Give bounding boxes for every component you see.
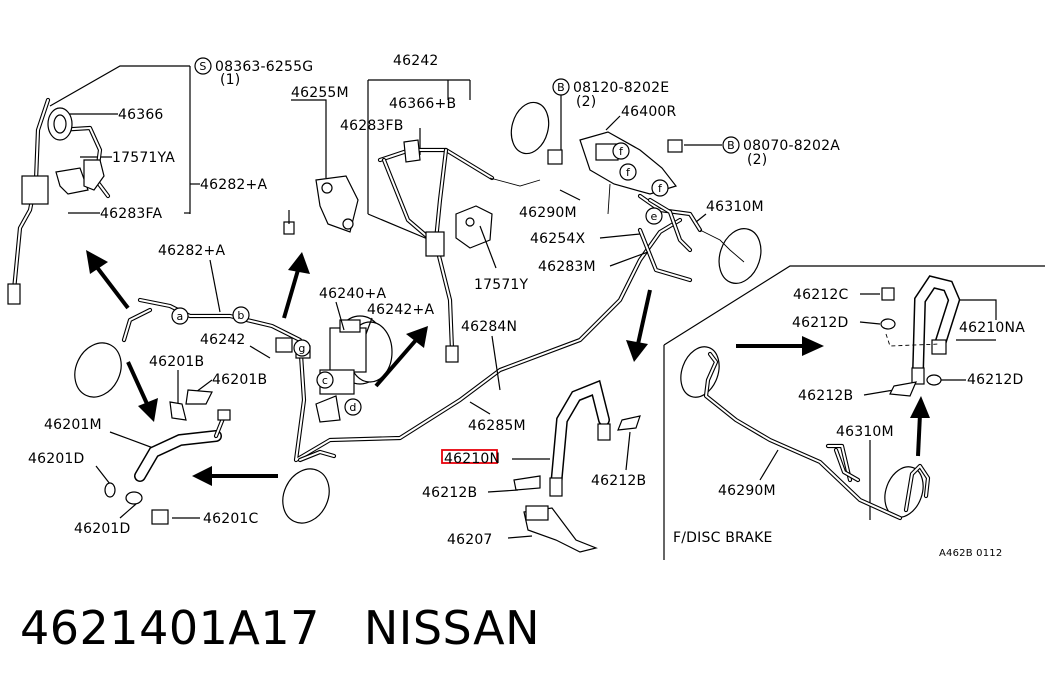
label-46201b-b: 46201B	[212, 372, 267, 388]
direction-arrows	[86, 250, 930, 486]
label-08120-8202e: 08120-8202E	[573, 80, 669, 96]
fdisc-panel-border	[663, 265, 1045, 560]
label-46310m: 46310M	[706, 199, 764, 215]
label-46242-a: 46242+A	[367, 302, 434, 318]
circle-d-letter: d	[349, 401, 356, 414]
bracket-17571y	[455, 205, 493, 249]
label-46201m: 46201M	[44, 417, 102, 433]
proportioning-valve	[547, 131, 745, 283]
bracket-46255m	[283, 175, 359, 235]
hose-46201m	[104, 389, 231, 525]
hose-46210na	[880, 275, 961, 397]
label-46254x: 46254X	[530, 231, 586, 247]
callout-group-46242: 46242	[367, 53, 471, 241]
label-qty-2b: (2)	[747, 152, 767, 168]
label-46255m: 46255M	[291, 85, 349, 101]
label-46201b-a: 46201B	[149, 354, 204, 370]
circle-g-letter: g	[298, 342, 305, 355]
wheel-outlines	[74, 101, 924, 524]
label-46400r: 46400R	[621, 104, 677, 120]
label-46282-a-top: 46282+A	[200, 177, 267, 193]
part-footer: 4621401A17 NISSAN	[20, 598, 540, 658]
pipe-46283fb	[377, 139, 495, 363]
b-circle-1: B	[552, 78, 570, 96]
part-number: 4621401A17	[20, 601, 320, 655]
circle-b-letter: b	[237, 309, 244, 322]
label-fdisc-brake: F/DISC BRAKE	[673, 530, 773, 546]
circle-callouts-left: a b g c d	[171, 306, 362, 416]
label-46210na: 46210NA	[959, 320, 1025, 336]
label-46201c: 46201C	[203, 511, 259, 527]
label-46282-a: 46282+A	[158, 243, 225, 259]
circle-e-letter: e	[651, 210, 658, 223]
label-46201d-b: 46201D	[74, 521, 131, 537]
circle-f1-letter: f	[619, 145, 624, 158]
label-46212b-a: 46212B	[422, 485, 477, 501]
label-diagram-code: A462B 0112	[939, 548, 1002, 559]
label-46284n: 46284N	[461, 319, 517, 335]
label-46201d-a: 46201D	[28, 451, 85, 467]
circle-f3-letter: f	[658, 182, 663, 195]
label-46212b-c: 46212B	[798, 388, 853, 404]
label-46240-a: 46240+A	[319, 286, 386, 302]
label-17571ya: 17571YA	[112, 150, 175, 166]
label-qty-2a: (2)	[576, 94, 596, 110]
fdisc-pipe-run	[703, 351, 931, 521]
label-46290m-b: 46290M	[718, 483, 776, 499]
label-46242: 46242	[200, 332, 246, 348]
label-46242-top: 46242	[393, 53, 439, 69]
circle-f2-letter: f	[626, 166, 631, 179]
label-08070-8202a: 08070-8202A	[743, 138, 840, 154]
b2-letter: B	[727, 139, 735, 152]
main-pipe-run	[121, 177, 683, 463]
bracket-46207	[523, 505, 598, 553]
b-circle-2: B	[722, 136, 740, 154]
label-46366: 46366	[118, 107, 164, 123]
b1-letter: B	[557, 81, 565, 94]
label-46212b-b: 46212B	[591, 473, 646, 489]
label-08363-6255g: 08363-6255G	[215, 59, 313, 75]
label-qty-1: (1)	[220, 72, 240, 88]
label-46285m: 46285M	[468, 418, 526, 434]
label-46283m: 46283M	[538, 259, 596, 275]
master-cylinder	[275, 315, 393, 423]
left-pipe-assembly	[7, 97, 111, 305]
label-46212d-a: 46212D	[792, 315, 849, 331]
label-17571y: 17571Y	[474, 277, 529, 293]
label-46290m: 46290M	[519, 205, 577, 221]
circle-callouts-right: f f f e	[612, 142, 669, 225]
s-letter: S	[199, 60, 206, 73]
label-46207: 46207	[447, 532, 493, 548]
circle-c-letter: c	[322, 374, 328, 387]
s-circle: S	[194, 57, 212, 75]
label-46283fb: 46283FB	[340, 118, 404, 134]
label-46283fa: 46283FA	[100, 206, 163, 222]
label-46212d-b: 46212D	[967, 372, 1024, 388]
highlight-46210n: 46210N	[441, 449, 500, 467]
label-46366-b: 46366+B	[389, 96, 456, 112]
label-46212c: 46212C	[793, 287, 849, 303]
hose-46210n	[513, 379, 641, 497]
callout-group-left	[49, 65, 200, 214]
circle-a-letter: a	[177, 310, 184, 323]
brand-name: NISSAN	[363, 601, 540, 655]
label-46210n: 46210N	[444, 451, 500, 467]
label-46310m-b: 46310M	[836, 424, 894, 440]
